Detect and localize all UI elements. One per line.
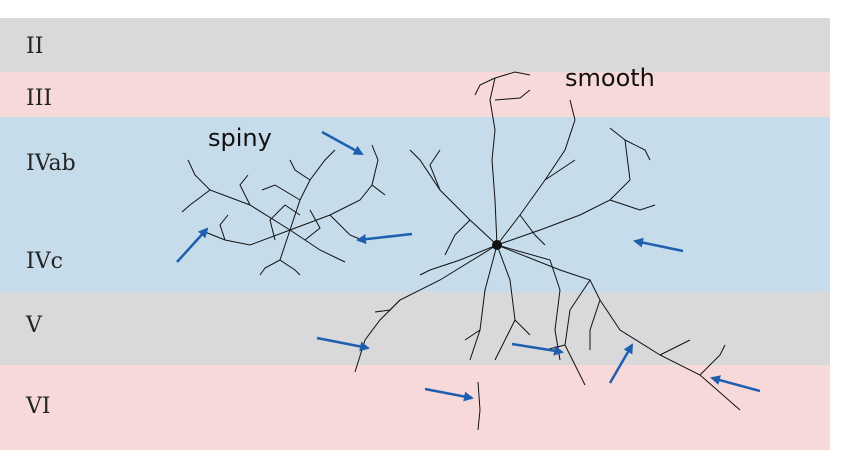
arrow-icon	[176, 227, 209, 263]
arrow-icon	[316, 336, 370, 352]
arrow-icon	[321, 130, 364, 156]
layer-band-ii	[0, 18, 830, 72]
layer-band-v	[0, 292, 830, 365]
layer-band-iii	[0, 72, 830, 117]
layer-label-ii: II	[26, 34, 44, 59]
layer-band-iv	[0, 117, 830, 292]
arrow-icon	[633, 237, 684, 253]
layer-label-vi: VI	[26, 394, 51, 419]
arrows	[176, 130, 761, 402]
layer-label-ivc: IVc	[26, 249, 63, 274]
layer-label-iii: III	[26, 86, 53, 111]
layer-label-ivab: IVab	[26, 151, 76, 176]
arrow-icon	[710, 375, 761, 393]
smooth-neuron-soma	[492, 240, 502, 250]
arrow-icon	[424, 387, 474, 402]
smooth-label: smooth	[565, 64, 655, 92]
layer-label-v: V	[26, 313, 42, 338]
spiny-label: spiny	[208, 124, 272, 152]
layer-band-vi	[0, 365, 830, 450]
spiny-neuron	[181, 144, 386, 276]
smooth-neuron	[354, 71, 741, 431]
arrow-icon	[511, 342, 564, 356]
arrow-icon	[608, 343, 634, 384]
arrow-icon	[356, 232, 413, 245]
